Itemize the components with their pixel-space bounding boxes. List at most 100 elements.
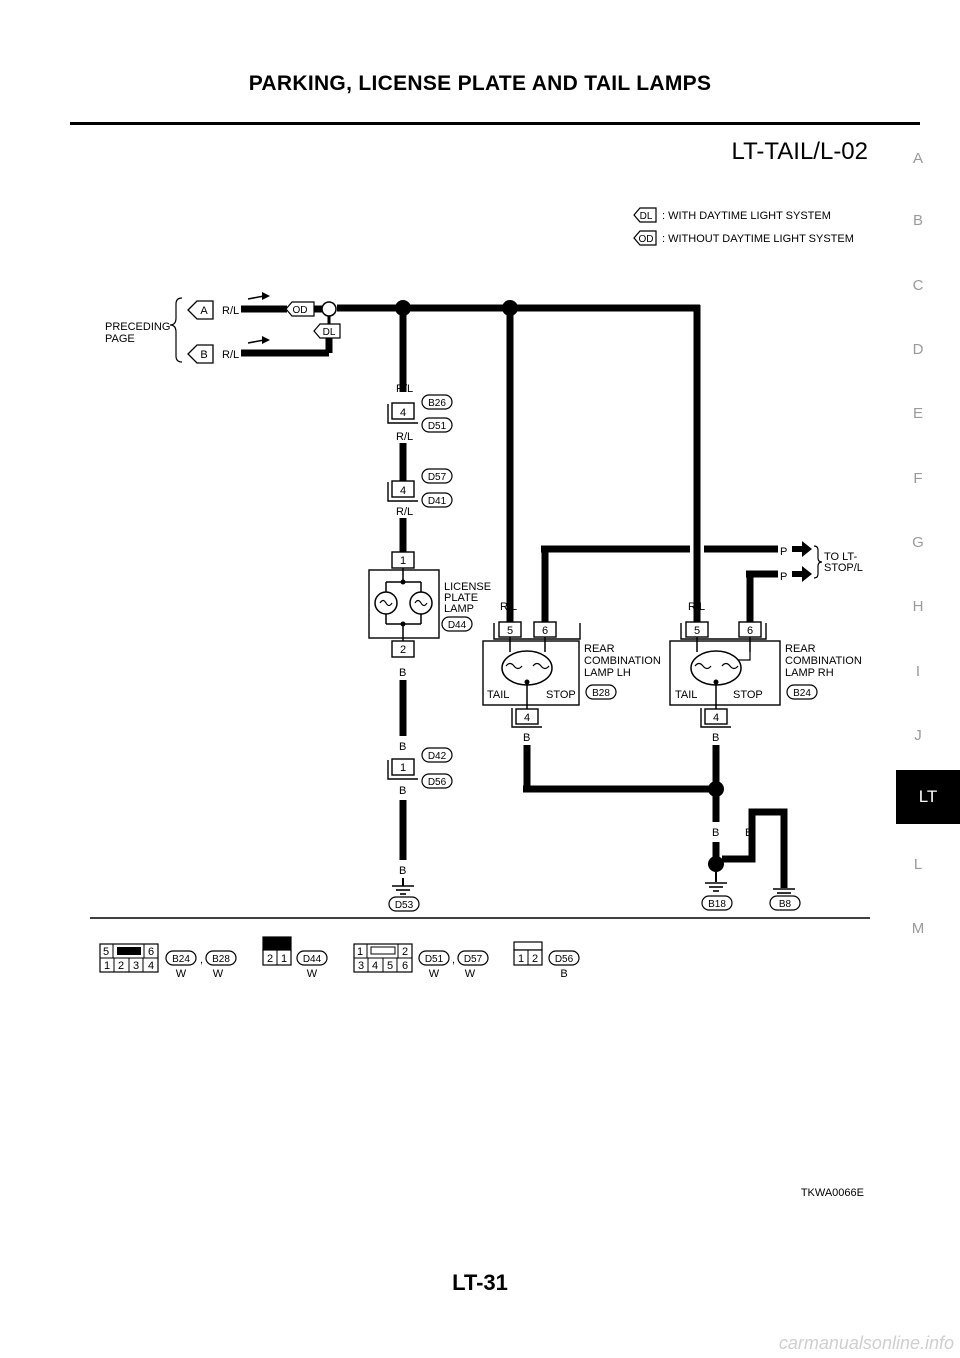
preceding-page: PRECEDING PAGE A B R/L R/L OD DL: [105, 292, 341, 364]
rh-stop-label: STOP: [733, 689, 763, 701]
badge-b8-label: B8: [779, 899, 792, 910]
preceding-wire-a: R/L: [222, 305, 239, 317]
rh-label-2: COMBINATION: [785, 655, 862, 667]
c2-color: W: [307, 968, 318, 980]
badge-d44: [441, 616, 473, 632]
connector-b26-pin: 4: [400, 407, 406, 419]
arrow-to-stop-1: [792, 541, 812, 557]
lamp-label-2: PLATE: [444, 592, 478, 604]
connector-view-d51-d57: 1 2 3 4 5 6 D51 , D57 W W: [353, 943, 489, 980]
preceding-tag-a-label: A: [200, 305, 208, 317]
rh-wire-p: P: [746, 601, 753, 613]
rh-tail-label: TAIL: [675, 689, 697, 701]
c1-id-b24: B24: [172, 954, 190, 965]
side-index-d[interactable]: D: [912, 341, 924, 358]
lamp-pin-1: 1: [400, 555, 406, 567]
od-badge-label: OD: [293, 305, 308, 316]
badge-d41-label: D41: [428, 496, 447, 507]
c2-id-d44: D44: [303, 954, 322, 965]
connector-d42-d56: [391, 758, 415, 776]
c3-separator: ,: [452, 954, 455, 966]
c3-id-d57: D57: [464, 954, 483, 965]
main-bus: [337, 300, 701, 624]
preceding-tag-a: [187, 300, 214, 320]
drawing-id: TKWA0066E: [800, 1187, 864, 1199]
rh-pin-6: 6: [747, 625, 753, 637]
rh-wire-b: B: [712, 732, 719, 744]
preceding-label-1: PRECEDING: [105, 321, 170, 333]
side-index-l[interactable]: L: [913, 856, 923, 873]
lh-pin-4: 4: [524, 712, 530, 724]
rh-label-3: LAMP RH: [785, 667, 834, 679]
lh-tail-label: TAIL: [487, 689, 509, 701]
badge-d57-label: D57: [428, 472, 447, 483]
badge-d56: [421, 773, 453, 789]
legend-dl-badge-shape: [633, 207, 657, 223]
ground-wire-b1: B: [712, 827, 719, 839]
c3-pin-6: 6: [402, 960, 408, 972]
lh-pin-6: 6: [542, 625, 548, 637]
connector-view-d44: 2 1 D44 W: [262, 936, 328, 980]
side-index-b[interactable]: B: [912, 212, 923, 229]
c1-id-b28: B28: [212, 954, 230, 965]
side-index-c[interactable]: C: [912, 277, 924, 294]
badge-d56-label: D56: [428, 777, 447, 788]
c3-color-2: W: [465, 968, 476, 980]
badge-b28-label: B28: [592, 688, 610, 699]
side-index-i[interactable]: I: [915, 663, 921, 680]
dl-badge-shape: [313, 323, 341, 339]
connector-view-b24-b28: 5 6 1 2 3 4 B24 , B28 W W: [99, 943, 237, 980]
od-open-terminal: [321, 301, 337, 317]
lh-wire-b: B: [523, 732, 530, 744]
legend-od-badge-shape: [633, 230, 657, 246]
c3-pin-5: 5: [387, 960, 393, 972]
to-stop-label-1: TO LT-: [824, 551, 858, 563]
side-index-lt-tab[interactable]: LT: [896, 770, 960, 824]
c4-color: B: [560, 968, 567, 980]
lh-label-3: LAMP LH: [584, 667, 631, 679]
badge-b28: [585, 684, 617, 700]
lamp-label-1: LICENSE: [444, 581, 491, 593]
rh-pin-4: 4: [713, 712, 719, 724]
c4-id-d56: D56: [555, 954, 574, 965]
ground-wiring: B B B B18 B8: [523, 745, 801, 911]
badge-d44-label: D44: [448, 620, 467, 631]
ground-splice-2: [708, 856, 724, 872]
c3-pin-1: 1: [357, 946, 363, 958]
badge-d57: [421, 468, 453, 484]
badge-d51-label: D51: [428, 421, 447, 432]
lh-wire-p: P: [541, 601, 548, 613]
page-number: LT-31: [452, 1270, 508, 1295]
arrow-to-stop-2: [792, 566, 812, 582]
side-index-f[interactable]: F: [913, 470, 923, 487]
lh-pin-5: 5: [507, 625, 513, 637]
title-rule: [70, 122, 920, 125]
rh-label-1: REAR: [785, 643, 816, 655]
legend-dl-badge: DL: [640, 211, 653, 222]
connector-b26-d51: [391, 402, 415, 420]
side-index-m[interactable]: M: [911, 920, 925, 937]
side-index-g[interactable]: G: [912, 534, 924, 551]
side-index-e[interactable]: E: [912, 405, 923, 422]
legend: DL : WITH DAYTIME LIGHT SYSTEM OD : WITH…: [633, 207, 854, 246]
rh-pin-5: 5: [694, 625, 700, 637]
preceding-wire-b: R/L: [222, 349, 239, 361]
side-index-a[interactable]: A: [912, 150, 923, 167]
badge-b26: [421, 394, 453, 410]
splice-2: [502, 300, 518, 316]
side-index-h[interactable]: H: [912, 598, 924, 615]
badge-b18-label: B18: [708, 899, 726, 910]
dl-badge-label: DL: [323, 327, 336, 338]
badge-d42: [421, 747, 453, 763]
wire-rl-mid: R/L: [396, 431, 413, 443]
watermark: carmanualsonline.info: [778, 1333, 954, 1353]
to-stop-label-2: STOP/L: [824, 562, 863, 574]
legend-od-text: : WITHOUT DAYTIME LIGHT SYSTEM: [662, 233, 854, 245]
side-index-j[interactable]: J: [914, 727, 922, 744]
rear-combination-lamp-rh: R/L P 5 6 TAIL STOP 4 B REAR COMBINATION…: [669, 601, 862, 744]
c3-pin-4: 4: [372, 960, 378, 972]
stop-wire-p1: P: [780, 546, 787, 558]
c3-pin-2: 2: [402, 946, 408, 958]
badge-b18: [701, 895, 733, 911]
lamp-pin-2: 2: [400, 644, 406, 656]
